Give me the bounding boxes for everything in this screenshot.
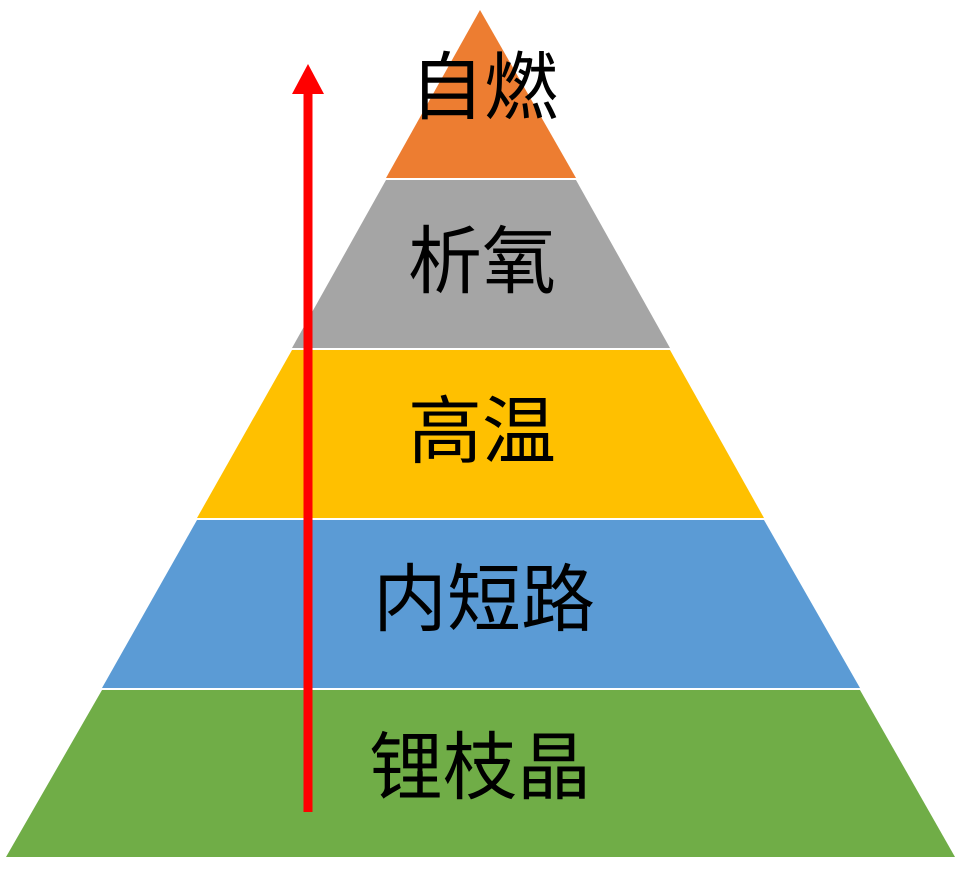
layer-middle-label: 高温 [408, 389, 556, 475]
layer-second-label: 析氧 [408, 219, 556, 305]
layer-second: 析氧 [292, 180, 670, 348]
layer-top-label: 自燃 [410, 45, 558, 131]
layer-base-label: 锂枝晶 [369, 725, 591, 811]
layer-base-shape [6, 690, 955, 857]
layer-fourth: 内短路 [102, 520, 860, 688]
layer-fourth-shape [102, 520, 860, 688]
layer-middle-shape [197, 350, 764, 518]
up-arrow-head [292, 64, 324, 94]
up-arrow [292, 64, 324, 812]
layer-top-shape [386, 10, 576, 178]
layer-middle: 高温 [197, 350, 764, 518]
layer-base: 锂枝晶 [6, 690, 955, 857]
layer-second-shape [292, 180, 670, 348]
layer-top: 自燃 [386, 10, 576, 178]
layer-fourth-label: 内短路 [373, 557, 595, 643]
